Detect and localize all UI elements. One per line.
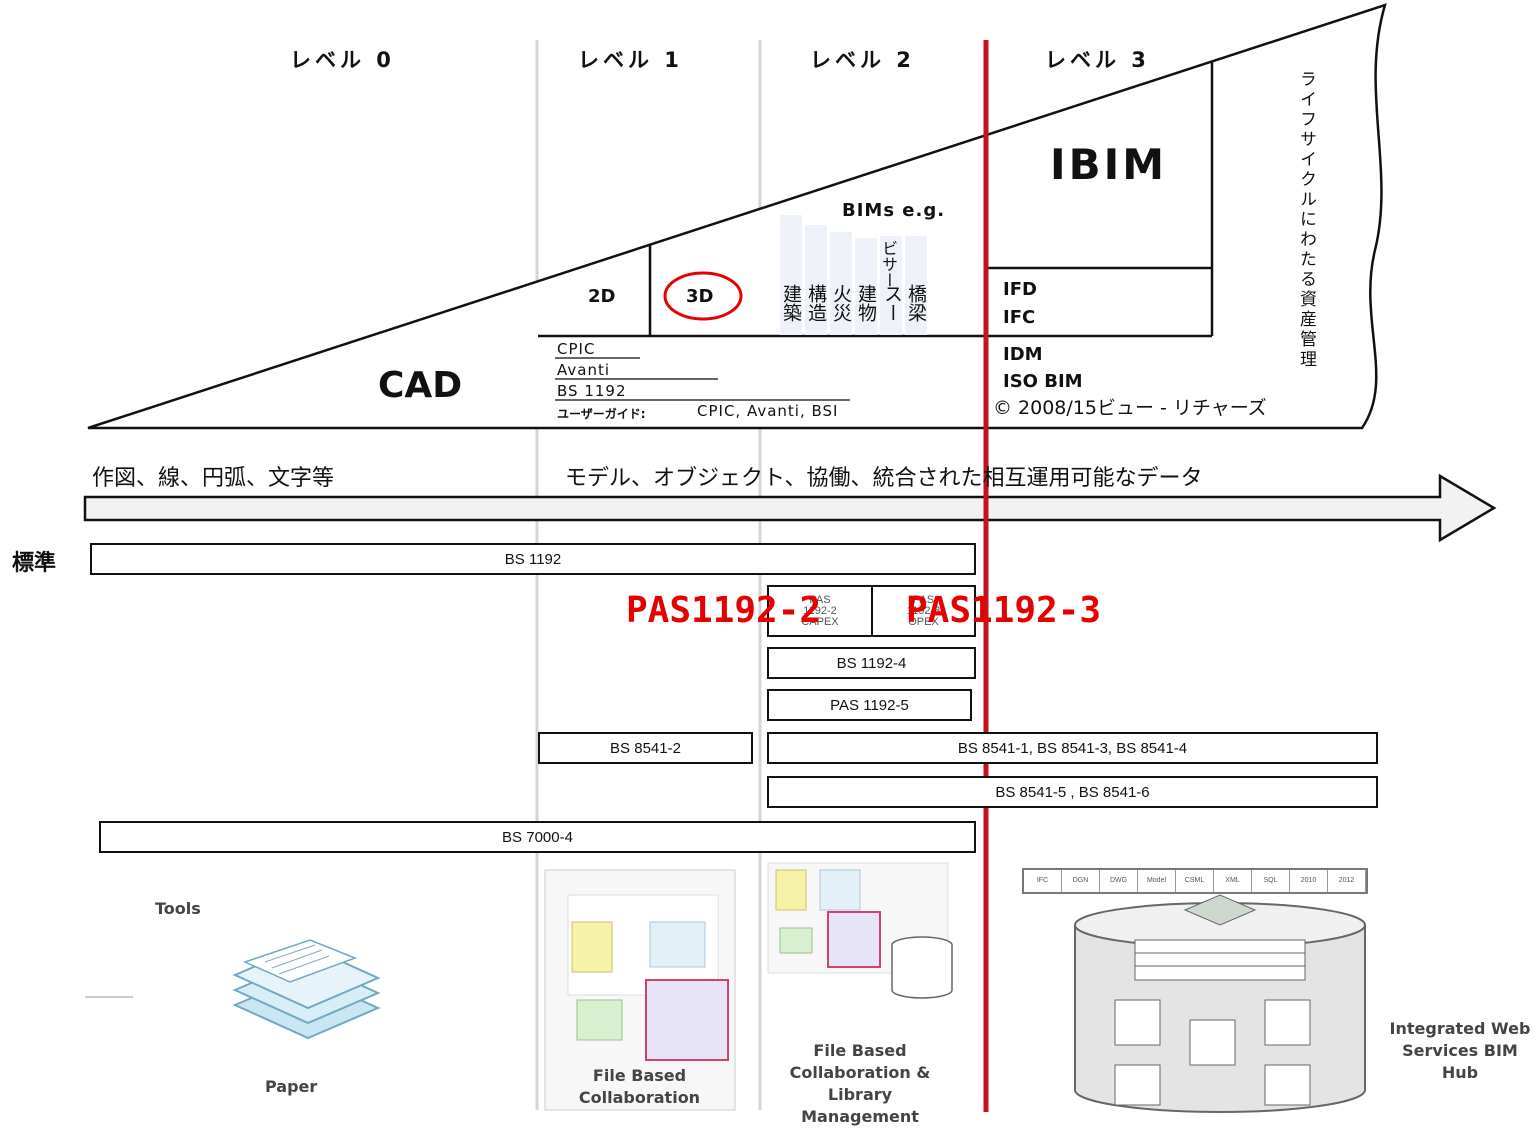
- level-3-header: レベル 3: [1045, 44, 1150, 74]
- format-strip: IFC DGN DWG Model CSML XML SQL 2010 2012: [1022, 868, 1368, 894]
- guide-avanti: Avanti: [557, 361, 610, 379]
- format-cell: SQL: [1252, 870, 1290, 892]
- iso-bim-label: ISO BIM: [1003, 371, 1083, 392]
- format-cell: 2012: [1328, 870, 1366, 892]
- format-cell: XML: [1214, 870, 1252, 892]
- bim-tag-services: ビサー: [878, 240, 898, 288]
- standards-label: 標準: [12, 545, 56, 577]
- paper-label: Paper: [265, 1076, 317, 1098]
- format-cell: Model: [1138, 870, 1176, 892]
- level-2-header: レベル 2: [810, 44, 915, 74]
- bim-tag-services-2: スー: [880, 284, 904, 322]
- 3d-label: 3D: [686, 286, 713, 307]
- copyright-label: © 2008/15ビュー - リチャーズ: [993, 393, 1267, 420]
- format-cell: DGN: [1062, 870, 1100, 892]
- ibim-label: IBIM: [1050, 140, 1167, 189]
- lifecycle-label: ライフサイクルにわたる資産管理: [1294, 70, 1319, 400]
- bims-eg-label: BIMs e.g.: [842, 200, 945, 221]
- bim-tag-structure: 構造: [804, 284, 828, 322]
- pas1192-2-overlay: PAS1192-2: [626, 590, 821, 631]
- bs1192-4-box: BS 1192-4: [767, 647, 976, 679]
- bs8541-134-text: BS 8541-1, BS 8541-3, BS 8541-4: [958, 740, 1187, 757]
- paper-stack-icon: [235, 940, 378, 1038]
- bim-tag-fire: 火災: [829, 284, 853, 322]
- guide-bs1192: BS 1192: [557, 382, 627, 400]
- arrow-right-text: モデル、オブジェクト、協働、統合された相互運用可能なデータ: [565, 460, 1203, 492]
- bs7000-4-box: BS 7000-4: [99, 821, 976, 853]
- arrow-left-text: 作図、線、円弧、文字等: [92, 460, 334, 492]
- pas1192-5-box: PAS 1192-5: [767, 689, 972, 721]
- bs8541-2-text: BS 8541-2: [610, 740, 681, 757]
- pas1192-3-overlay: PAS1192-3: [906, 590, 1101, 631]
- bim-tag-bridge: 橋梁: [904, 284, 928, 322]
- user-guide-items: CPIC, Avanti, BSI: [697, 402, 838, 420]
- format-cell: 2010: [1290, 870, 1328, 892]
- file-collab-lib-label: File Based Collaboration & Library Manag…: [780, 1040, 940, 1128]
- level-0-header: レベル 0: [290, 44, 395, 74]
- file-collaboration-library-image: [768, 863, 952, 998]
- tools-label: Tools: [155, 898, 201, 920]
- file-collab-label: File Based Collaboration: [562, 1065, 717, 1109]
- format-cell: IFC: [1024, 870, 1062, 892]
- user-guide-label: ユーザーガイド:: [557, 405, 646, 422]
- format-cell: CSML: [1176, 870, 1214, 892]
- pas1192-5-text: PAS 1192-5: [830, 697, 909, 714]
- format-cell: DWG: [1100, 870, 1138, 892]
- bs8541-134-box: BS 8541-1, BS 8541-3, BS 8541-4: [767, 732, 1378, 764]
- guide-cpic: CPIC: [557, 340, 595, 358]
- bs7000-4-text: BS 7000-4: [502, 829, 573, 846]
- level-1-header: レベル 1: [578, 44, 683, 74]
- ifd-label: IFD: [1003, 279, 1037, 300]
- bim-tag-building: 建物: [854, 284, 878, 322]
- bs1192-text: BS 1192: [505, 551, 561, 568]
- bs8541-56-text: BS 8541-5 , BS 8541-6: [995, 784, 1149, 801]
- ifc-label: IFC: [1003, 307, 1035, 328]
- maturity-wedge: [88, 5, 1385, 428]
- bs8541-2-box: BS 8541-2: [538, 732, 753, 764]
- bim-hub-database-image: [1075, 895, 1365, 1112]
- idm-label: IDM: [1003, 344, 1043, 365]
- bim-tag-architecture: 建築: [779, 284, 803, 322]
- web-services-label: Integrated Web Services BIM Hub: [1385, 1018, 1535, 1084]
- bs1192-box: BS 1192: [90, 543, 976, 575]
- bs1192-4-text: BS 1192-4: [837, 655, 907, 672]
- 2d-label: 2D: [588, 286, 615, 307]
- cad-label: CAD: [378, 365, 462, 406]
- bs8541-56-box: BS 8541-5 , BS 8541-6: [767, 776, 1378, 808]
